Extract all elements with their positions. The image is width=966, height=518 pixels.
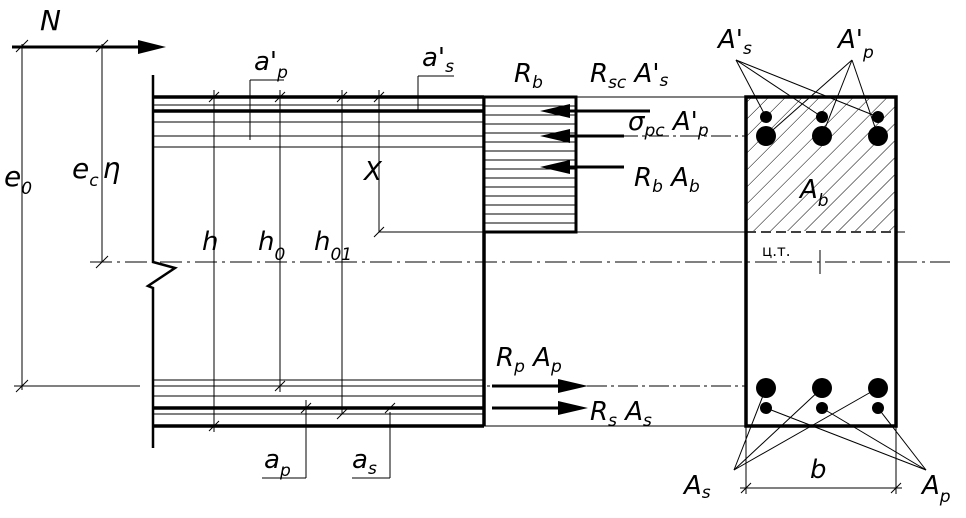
top-tendon-area-label: A'p: [836, 25, 874, 63]
steel-tension-force-label: Rs As: [590, 397, 652, 431]
prestressed-cover-bottom-label: ap: [264, 445, 291, 481]
steel-compression-force-label: Rsc A's: [590, 59, 669, 93]
bottom-leaders: [733, 387, 927, 471]
effective-depth-label: h0: [258, 227, 285, 265]
axial-force-arrow: [12, 40, 166, 54]
steel-cover-top-label: a's: [422, 43, 454, 77]
break-line: [145, 75, 178, 448]
compression-area-label: Ab: [798, 175, 829, 211]
bottom-steel-area-label: As: [682, 471, 711, 503]
concrete-resistance-label: Rb: [514, 59, 543, 93]
width-dimension: [740, 426, 902, 494]
width-label: b: [810, 455, 827, 485]
top-leaders: [735, 59, 879, 137]
eccentricity-label: e0: [4, 160, 32, 199]
force-label: N: [40, 4, 61, 37]
tension-arrows: [492, 379, 588, 415]
zone-height-label: X: [362, 157, 383, 187]
prestress-compression-force-label: σpc A'p: [628, 107, 709, 141]
section-height-label: h: [202, 227, 218, 257]
tendon-tension-force-label: Rp Ap: [496, 343, 562, 377]
top-steel-area-label: A's: [716, 25, 752, 59]
compression-arrows: [540, 104, 650, 174]
concrete-force-label: Rb Ab: [634, 163, 700, 197]
depth-dimension-lines: [208, 75, 454, 479]
eccentricity-dimensions: [14, 39, 140, 393]
bottom-rebars: [756, 378, 888, 414]
bottom-tendon-area-label: Ap: [920, 471, 951, 507]
prestressed-cover-top-label: a'p: [254, 47, 288, 83]
effective-depth-1-label: h01: [314, 227, 352, 265]
steel-cover-bottom-label: as: [352, 445, 377, 479]
centroid-label: ц.т.: [762, 242, 790, 260]
